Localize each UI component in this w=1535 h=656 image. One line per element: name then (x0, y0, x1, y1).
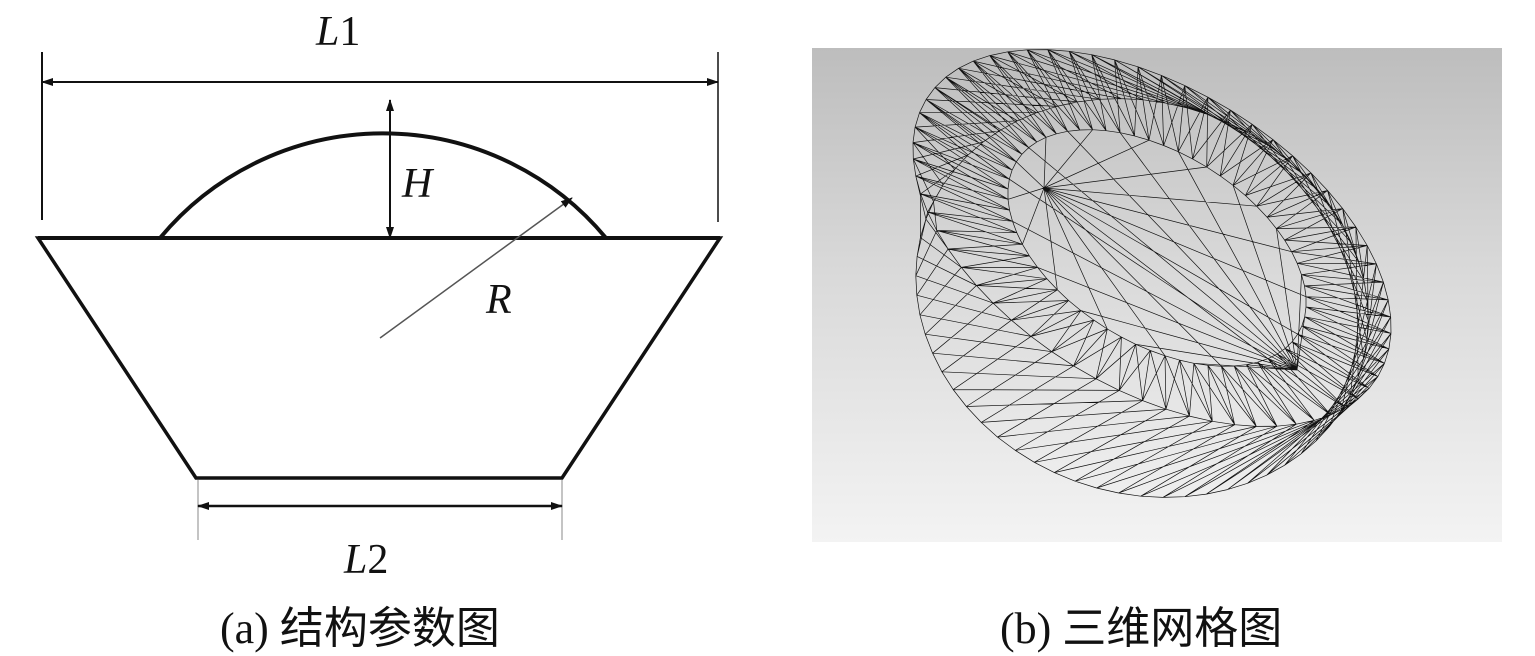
trapezoid-body (34, 236, 724, 480)
r-label: R (486, 277, 512, 323)
mesh-panel (812, 48, 1502, 542)
caption-structure-diagram: (a) 结构参数图 (220, 604, 500, 653)
structure-diagram (34, 52, 724, 540)
radius-line (379, 197, 573, 339)
l2-label: L2 (344, 537, 389, 583)
wireframe-mesh (912, 49, 1392, 498)
dome-arc (158, 131, 608, 240)
caption-3d-mesh: (b) 三维网格图 (1000, 604, 1283, 653)
h-label: H (402, 161, 433, 207)
mesh-edges (912, 49, 1392, 498)
l1-label: L1 (316, 9, 361, 55)
